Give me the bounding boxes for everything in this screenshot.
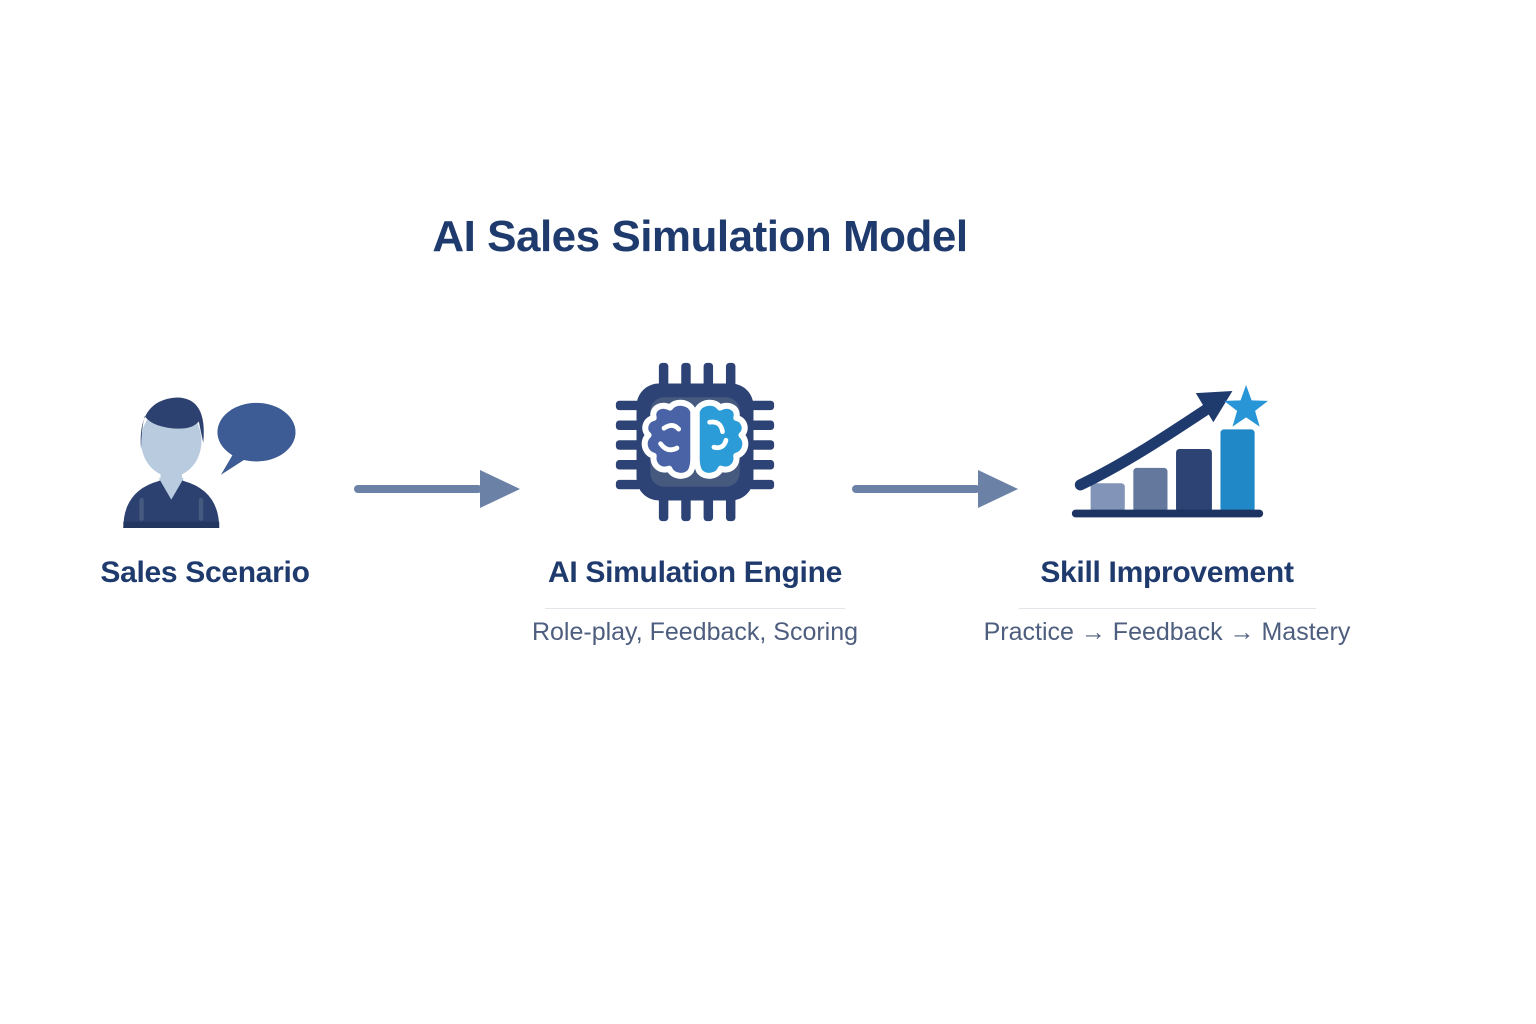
stage-divider xyxy=(545,608,845,609)
growth-chart-star-icon xyxy=(975,362,1359,528)
stage-label-sales-scenario: Sales Scenario xyxy=(100,556,310,589)
right-arrow-connector-2 xyxy=(852,470,1018,508)
stage-ai-simulation-engine: AI Simulation Engine Role-play, Feedback… xyxy=(520,362,870,647)
stage-label-ai-simulation-engine: AI Simulation Engine xyxy=(547,556,842,589)
stage-sublabel-ai-simulation-engine: Role-play, Feedback, Scoring xyxy=(531,618,859,646)
chip-brain-icon xyxy=(520,362,870,528)
stage-skill-improvement: Skill Improvement Practice → Feedback → … xyxy=(975,362,1359,647)
right-arrow-connector-1 xyxy=(354,470,520,508)
stage-label-skill-improvement: Skill Improvement xyxy=(1040,556,1294,589)
diagram-title: AI Sales Simulation Model xyxy=(432,212,968,261)
stage-sublabel-skill-improvement: Practice → Feedback → Mastery xyxy=(983,618,1351,646)
stage-divider xyxy=(1018,608,1316,609)
person-speech-bubble-icon xyxy=(30,362,380,528)
stage-sales-scenario: Sales Scenario xyxy=(30,362,380,592)
